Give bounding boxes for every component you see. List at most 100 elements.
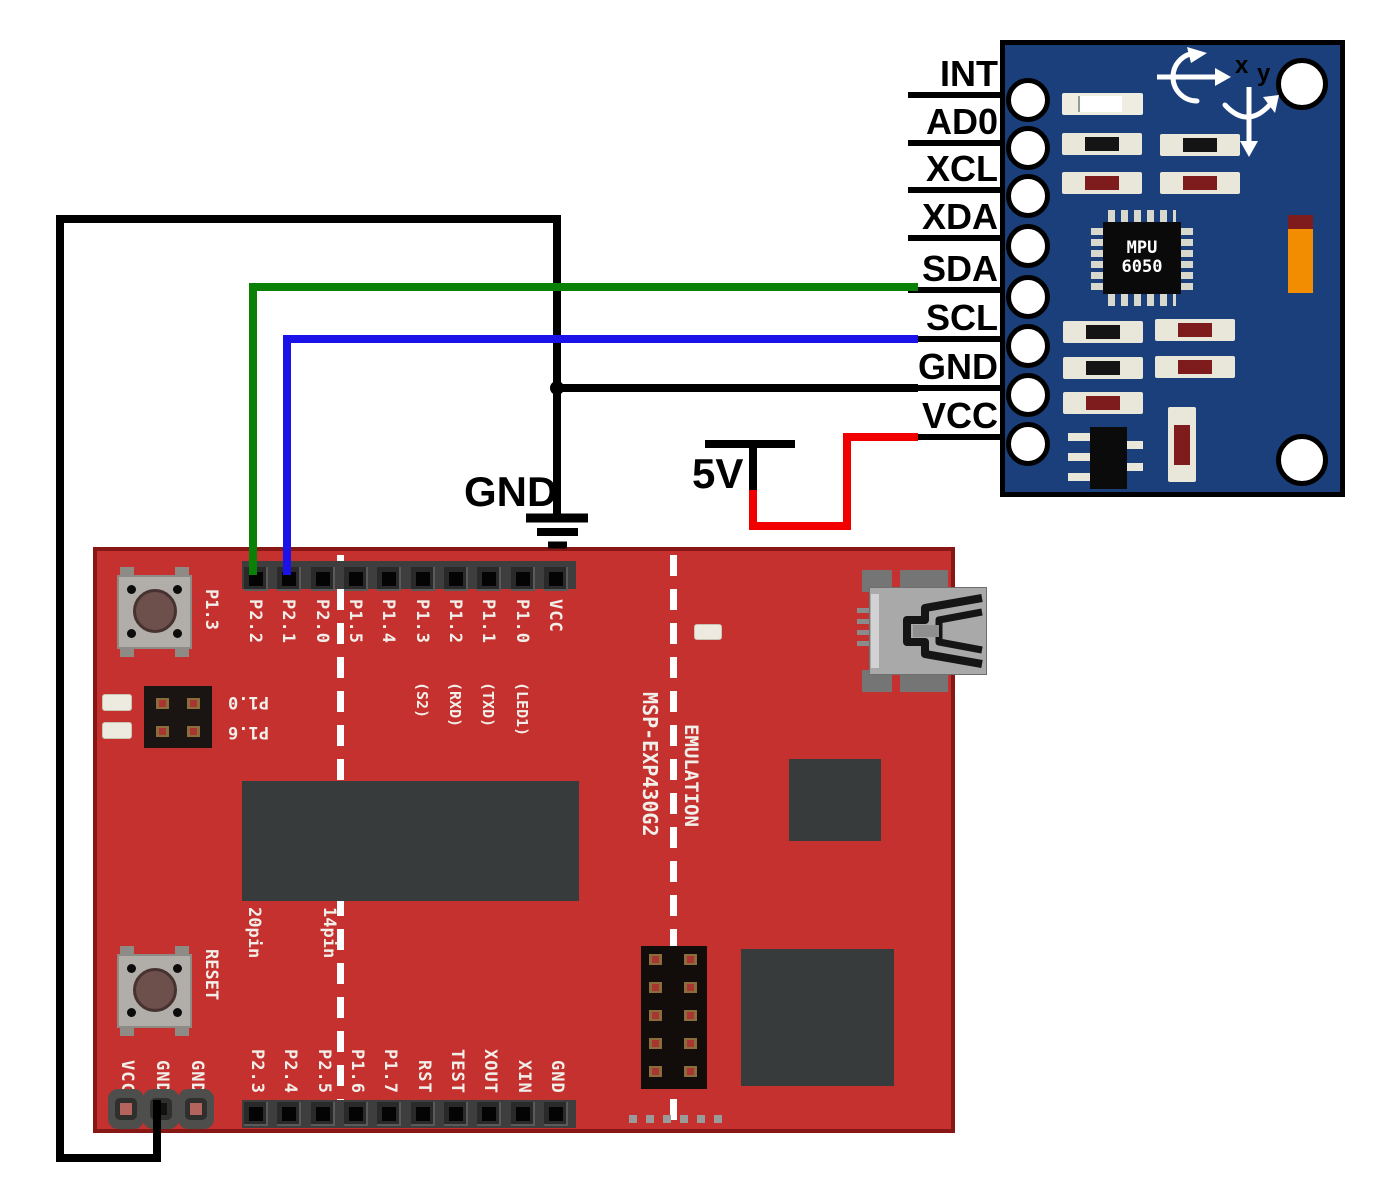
silk-top-pin-label: P2.2 [245,599,265,644]
regulator-pad [1068,473,1090,481]
y-axis-arrowhead [1240,141,1258,157]
silk-top-pin-sublabel: (LED1) [513,682,531,737]
header-pin-p1.1 [477,567,501,591]
silk-bottom-pin-label: P1.6 [347,1049,367,1094]
mpu-pinhole-gnd [1006,373,1050,417]
gnd-junction-dot [550,381,564,395]
button-cap [133,968,177,1012]
silk-button-label-reset: RESET [201,949,221,1001]
header-pin-p2.3 [244,1102,268,1126]
button-p1.3 [112,567,197,657]
regulator-pad [1127,441,1143,449]
usb-trident-shape [903,594,983,668]
mpu-resistor [1160,172,1240,194]
mpu-resistor [1155,319,1235,341]
silk-power-label-vcc: VCC [117,1060,137,1094]
button-cap [133,589,177,633]
silk-bottom-pin-label: P2.4 [280,1049,300,1094]
mpu-chip-label-line1: MPU [1126,238,1158,258]
mpu-pinhole-xcl [1006,174,1050,218]
sda-wire [249,283,918,575]
mpu-chip-label-line2: 6050 [1121,257,1163,277]
header-pin-p1.6 [344,1102,368,1126]
silk-bottom-pin-label: P2.3 [247,1049,267,1094]
silk-top-pin-label: P1.2 [445,599,465,644]
mpu-pinhole-sda [1006,275,1050,319]
led [694,624,722,640]
mpu-smd-component [1168,407,1196,482]
header-pin-p1.3 [411,567,435,591]
silk-dot [629,1115,637,1123]
silk-top-pin-label: P1.1 [478,599,498,644]
header-pin-gnd [544,1102,568,1126]
emulation-jumper-block [641,946,707,1089]
silk-dot [714,1115,722,1123]
silk-jumper-label-p1.6: P1.6 [228,722,269,742]
mpu-resistor [1160,134,1240,156]
pin-label-xcl: XCL [926,148,998,189]
header-pin-p1.0 [511,567,535,591]
silk-top-pin-label: P1.5 [345,599,365,644]
mpu-mount-hole-bottom [1276,434,1328,486]
ic-chip [741,949,894,1086]
mpu-chip-pins [1181,228,1193,290]
silk-20pin-label: 20pin [244,907,264,959]
silk-top-pin-label: P1.4 [378,599,398,644]
mpu6050-module: MPU 6050 x y [1000,40,1345,497]
silk-top-pin-label: VCC [545,599,565,633]
silk-top-pin-label: P1.3 [412,599,432,644]
mpu-resistor [1062,133,1142,155]
pin-label-sda: SDA [921,248,998,289]
silk-bottom-pin-label: XIN [514,1060,534,1094]
mpu-mount-hole-top [1276,58,1328,110]
x-axis-arrowhead [1215,68,1231,86]
capacitor [1288,215,1313,293]
silk-dot [646,1115,654,1123]
silk-power-label-gnd: GND [152,1060,172,1094]
silkscreen-dashed-line-emulation [670,555,677,1133]
regulator-pad [1068,453,1090,461]
silk-14pin-label: 14pin [319,907,339,959]
mpu-pinhole-vcc [1006,422,1050,466]
header-pin-p2.2 [244,567,268,591]
voltage-regulator [1090,427,1127,489]
mpu-pinhole-ad0 [1006,126,1050,170]
msp-exp430g2-launchpad: P2.2 P2.1 P2.0 P1.5 P1.4 P1.3 P1.2 P1.1 … [93,547,987,1133]
header-pin-rst [411,1102,435,1126]
mpu-resistor [1062,172,1142,194]
mpu-chip-pins [1108,294,1176,306]
silk-bottom-pin-label: GND [547,1060,567,1094]
header-pin-p2.1 [277,567,301,591]
silk-bottom-pin-label: XOUT [480,1049,500,1094]
ic-chip [789,759,881,841]
silk-dot [663,1115,671,1123]
rotation-axes-graphic: x y [1157,47,1279,157]
mpu-chip-pins [1108,210,1176,222]
header-pin-vcc [544,567,568,591]
scl-wire [283,335,918,575]
silk-top-pin-label: P2.1 [278,599,298,644]
pin-label-scl: SCL [926,297,998,338]
mpu-pinhole-int [1006,78,1050,122]
led [102,722,132,739]
silk-top-pin-sublabel: (S2) [413,682,431,719]
button-reset [112,946,197,1036]
x-axis-label: x [1235,52,1249,79]
silk-emulation-label: EMULATION [680,724,702,827]
power-pad-vcc [108,1089,144,1129]
regulator-pad [1068,433,1090,441]
pin-label-int: INT [940,53,998,94]
silk-top-pin-sublabel: (TXD) [479,682,497,728]
silk-model-label: MSP-EXP430G2 [638,692,662,837]
pin-label-xda: XDA [921,196,998,237]
pin-label-ad0: AD0 [925,101,998,142]
header-pin-test [444,1102,468,1126]
mpu-resistor [1063,357,1143,379]
mpu-resistor [1063,321,1143,343]
header-pin-p1.4 [377,567,401,591]
mpu-resistor [1063,392,1143,414]
led-jumper-block [144,686,212,748]
header-pin-p1.7 [377,1102,401,1126]
pin-label-vcc: VCC [921,395,998,436]
header-pin-p1.2 [444,567,468,591]
